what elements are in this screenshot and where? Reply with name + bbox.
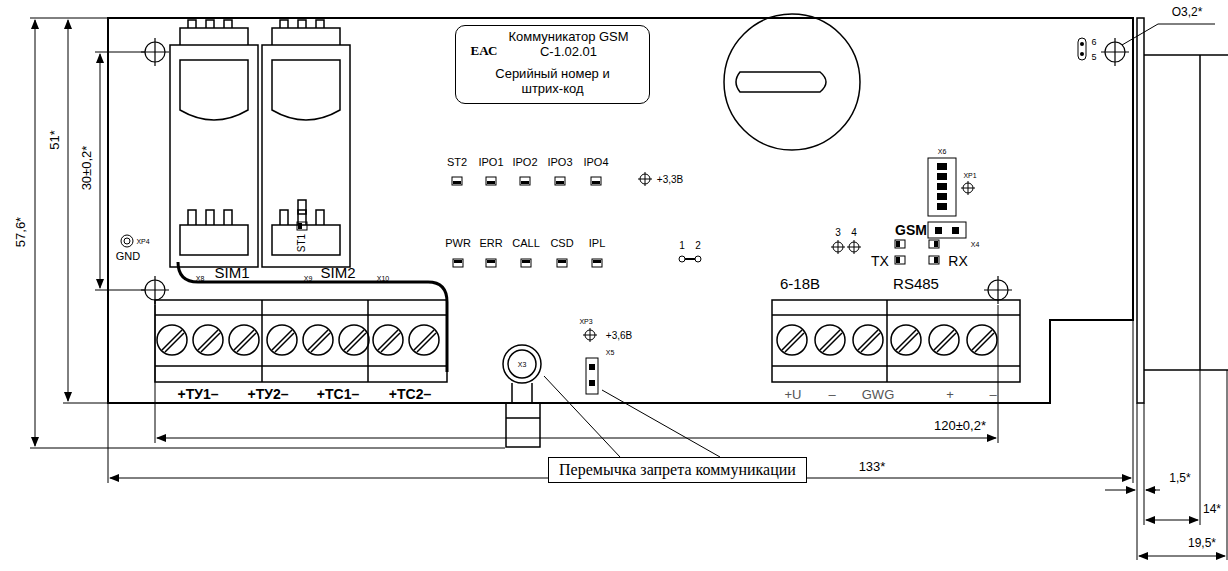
part-label: IPO3 — [547, 157, 572, 168]
part-label: +ТС2– — [389, 387, 431, 401]
part-label: X5 — [606, 349, 615, 356]
certification-mark: ЕАС — [462, 31, 506, 59]
part-label: CSD — [550, 238, 573, 249]
device-title: Коммуникатор GSM С-1.02.01 — [506, 30, 631, 60]
part-label: 1,5* — [1169, 472, 1190, 484]
callout-text: Перемычка запрета коммуникации — [559, 461, 796, 478]
part-label: 6 — [1091, 38, 1096, 47]
part-label: – — [989, 388, 996, 401]
part-label: + — [946, 388, 954, 401]
part-label: 5 — [1091, 53, 1096, 62]
part-label: 30±0,2* — [80, 146, 93, 191]
part-label: +3,6В — [606, 331, 632, 341]
part-label: 133* — [859, 460, 886, 473]
serial-note: Серийный номер и штрих-код — [478, 66, 628, 97]
part-label: ERR — [479, 238, 502, 249]
callout-box: Перемычка запрета коммуникации — [548, 457, 807, 483]
part-label: X10 — [377, 275, 389, 282]
part-label: – — [828, 388, 835, 401]
label-sticker: ЕАСКоммуникатор GSM С-1.02.01Серийный но… — [455, 25, 650, 104]
part-label: XP3 — [579, 318, 592, 325]
part-label: XP4 — [136, 238, 149, 245]
part-label: 4 — [851, 228, 857, 238]
part-label: +U — [785, 388, 802, 401]
part-label: ST2 — [447, 157, 467, 168]
part-label: RS485 — [893, 276, 939, 291]
part-label: ST1 — [297, 234, 307, 252]
part-label: PWR — [445, 238, 471, 249]
part-label: +ТУ2– — [247, 387, 288, 401]
part-label: IPL — [589, 238, 606, 249]
part-label: 120±0,2* — [934, 419, 986, 432]
part-label: X3 — [518, 361, 527, 368]
part-label: 14* — [1203, 503, 1221, 515]
sticker-row: ЕАСКоммуникатор GSM С-1.02.01 — [462, 30, 643, 60]
part-label: GWG — [862, 388, 895, 401]
part-label: 57,6* — [14, 217, 27, 247]
part-label: CALL — [512, 238, 540, 249]
part-label: +3,3В — [657, 175, 683, 185]
part-label: 6-18В — [780, 276, 820, 291]
part-label: 3 — [835, 228, 841, 238]
part-label: X4 — [971, 241, 980, 248]
part-label: TX — [871, 254, 889, 268]
part-label: X8 — [196, 275, 205, 282]
part-label: XP1 — [963, 172, 976, 179]
part-label: GSM — [895, 223, 927, 237]
part-label: 51* — [48, 130, 61, 150]
part-label: +ТС1– — [317, 387, 359, 401]
part-label: IPO1 — [478, 157, 503, 168]
part-label: О3,2* — [1172, 6, 1203, 18]
part-label: 19,5* — [1188, 537, 1216, 549]
part-label: 2 — [695, 241, 701, 251]
part-label: X6 — [938, 148, 947, 155]
part-label: RX — [948, 254, 967, 268]
part-label: IPO4 — [583, 157, 608, 168]
part-label: SIM2 — [320, 265, 355, 280]
part-label: 1 — [679, 241, 685, 251]
part-label: +ТУ1– — [177, 387, 218, 401]
part-label: X9 — [304, 275, 313, 282]
part-label: GND — [116, 251, 140, 262]
part-label: SIM1 — [214, 265, 249, 280]
part-label: IPO2 — [512, 157, 537, 168]
